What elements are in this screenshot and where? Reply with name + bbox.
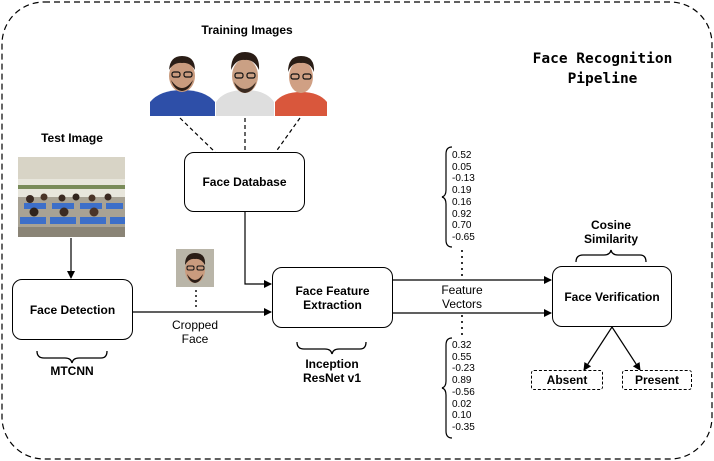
face-detection-label: Face Detection [29,302,116,317]
face-detection-node: Face Detection [12,279,133,340]
cosine-similarity-annotation: Cosine Similarity [566,218,656,246]
test-photo-image [18,157,125,237]
arrow-database-to-extraction [244,212,272,288]
face-database-label: Face Database [202,175,287,189]
training-photo-3-image [275,50,327,116]
training-photo-1-image [150,50,215,116]
training-images-label: Training Images [201,23,293,37]
face-verification-node: Face Verification [552,266,672,327]
training-photo-3 [275,50,327,116]
training-link-3 [274,117,301,154]
vector-value: 0.05 [452,161,472,173]
feature-extraction-node: Face Feature Extraction [272,267,393,328]
vector-value: 0.55 [452,351,472,363]
cropped-face-label: Cropped Face [160,318,230,346]
training-photo-2 [216,46,274,116]
absent-outcome: Absent [531,370,603,390]
training-photo-2-image [216,46,274,116]
vector-top-brace [441,146,453,248]
test-image-label: Test Image [41,131,103,145]
vector-bottom-brace [441,337,453,439]
feature-extraction-label-line2: Extraction [303,297,362,312]
inception-annotation-line2: ResNet v1 [302,371,362,385]
pipeline-title-line2: Pipeline [567,71,638,87]
feature-vectors-label: Feature Vectors [427,283,497,311]
vector-value: 0.32 [452,340,472,351]
cropped-face-label-line1: Cropped [171,318,219,332]
training-photo-1 [150,50,215,116]
vector-value: 0.89 [452,375,472,387]
vector-value: -0.13 [452,173,475,185]
face-verification-label: Face Verification [564,289,660,304]
vector-value: 0.52 [452,150,472,161]
face-database-node: Face Database [184,152,305,212]
vector-value: -0.23 [452,363,475,375]
vector-value: 0.19 [452,185,472,197]
inception-annotation: Inception ResNet v1 [287,357,377,385]
arrow-verification-to-present [611,326,641,371]
feature-extraction-label-line1: Face Feature [295,283,370,298]
cropped-face-label-line2: Face [181,332,209,346]
arrow-verification-to-absent [583,326,613,371]
pipeline-title: Face Recognition Pipeline [515,49,690,89]
vector-value: 0.70 [452,220,472,232]
vector-value: -0.35 [452,421,475,433]
vector-value: -0.56 [452,386,475,398]
test-photo [18,157,125,237]
cosine-annotation-line2: Similarity [583,232,639,246]
cosine-annotation-line1: Cosine [590,218,631,232]
vector-value: -0.65 [452,231,475,243]
mtcnn-brace [36,350,108,364]
vector-value: 0.02 [452,398,472,410]
inception-brace [296,341,367,355]
feature-vectors-label-line2: Vectors [441,297,483,311]
cosine-brace [575,249,647,263]
feature-vectors-label-line1: Feature [441,283,483,297]
vector-value: 0.16 [452,196,472,208]
cropped-face-image [176,249,214,287]
absent-label: Absent [546,373,588,387]
vector-value: 0.10 [452,410,472,422]
cropped-face-photo [176,249,214,287]
inception-annotation-line1: Inception [305,357,359,371]
vector-value: 0.92 [452,208,472,220]
present-outcome: Present [622,370,692,390]
mtcnn-annotation: MTCNN [50,364,94,378]
training-link-1 [179,117,217,154]
pipeline-title-line1: Face Recognition [532,51,673,67]
present-label: Present [634,373,680,387]
